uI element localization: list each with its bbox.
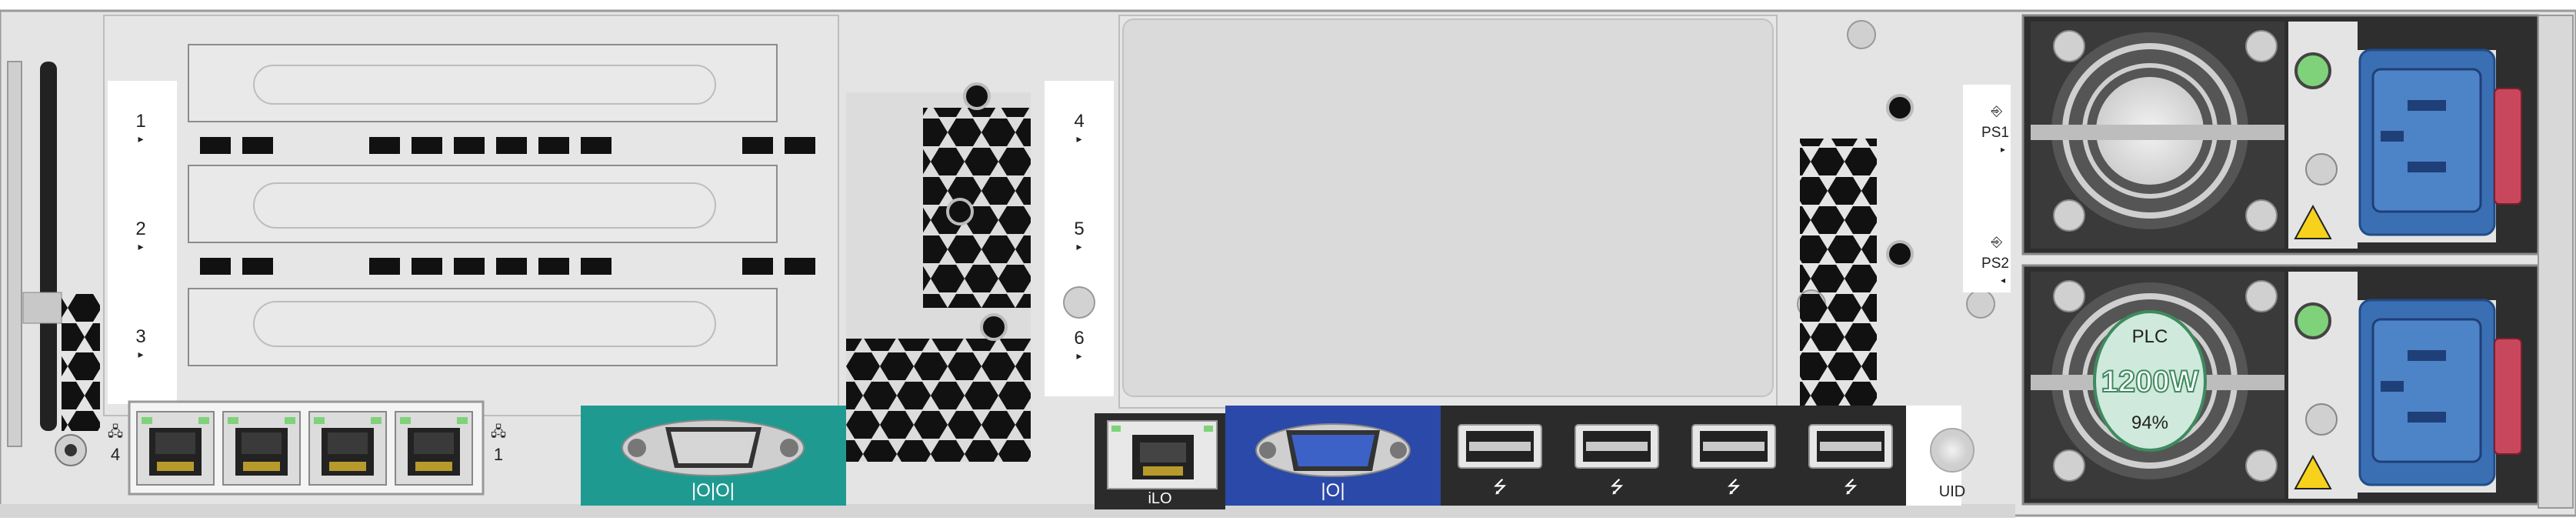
- hole: [946, 198, 974, 225]
- psu-screw[interactable]: [2053, 449, 2085, 482]
- psu-screw[interactable]: [2245, 199, 2278, 232]
- psu-screw[interactable]: [2305, 153, 2338, 185]
- slot-5-arrow-icon: ▸: [1076, 240, 1081, 252]
- nic-port-2[interactable]: [308, 411, 387, 486]
- nic-port-4[interactable]: [136, 411, 215, 486]
- psu-screw[interactable]: [2245, 449, 2278, 482]
- slot-1-arrow-icon: ▸: [138, 132, 143, 145]
- warning-icon: [2294, 204, 2332, 239]
- badge-bottom: 94%: [2131, 412, 2168, 433]
- slot-screw[interactable]: [1063, 286, 1095, 319]
- ps1-icon: ⎆: [1991, 103, 2003, 119]
- slot-label-strip-left: [108, 81, 177, 404]
- center-vent-upper: [923, 108, 1031, 308]
- usb-icon: ⭍: [1610, 477, 1624, 496]
- panel-screw[interactable]: [1847, 20, 1876, 49]
- slot-3-arrow-icon: ▸: [138, 348, 143, 360]
- vent-row-1: [200, 137, 815, 154]
- left-vent: [62, 292, 100, 431]
- pcie-slot-2[interactable]: [188, 165, 778, 243]
- slot-6-label: 6: [1074, 328, 1084, 349]
- hole: [963, 82, 991, 110]
- slot-3-label: 3: [135, 326, 145, 347]
- slot-4-arrow-icon: ▸: [1076, 132, 1081, 145]
- right-vent: [1800, 139, 1877, 446]
- slot-2-label: 2: [135, 219, 145, 239]
- ps2-label: PS2: [1981, 255, 2009, 272]
- ps1-arrow-icon: ▸: [2001, 144, 2005, 155]
- uid-label: UID: [1939, 483, 1965, 500]
- nic-number-right: 1: [494, 445, 503, 464]
- panel-screw[interactable]: [1966, 289, 1995, 319]
- power-cord-latch[interactable]: [2494, 338, 2522, 455]
- nic-number-left: 4: [111, 445, 120, 464]
- psu-screw[interactable]: [2053, 199, 2085, 232]
- serial-port-label: |O|O|: [691, 480, 735, 501]
- slot-2-arrow-icon: ▸: [138, 240, 143, 252]
- power-cord-latch[interactable]: [2494, 88, 2522, 205]
- slot-4-label: 4: [1074, 111, 1084, 132]
- nic-port-1[interactable]: [395, 411, 473, 486]
- usb-port-4[interactable]: ⭍: [1808, 424, 1893, 496]
- psu-screw[interactable]: [2305, 403, 2338, 436]
- psu-screw[interactable]: [2053, 30, 2085, 62]
- chassis-side-rail: [2538, 15, 2574, 509]
- serial-port[interactable]: |O|O|: [581, 406, 846, 506]
- usb-icon: ⭍: [1727, 477, 1741, 496]
- power-supply-2[interactable]: PLC 1200W 94%: [2021, 264, 2540, 506]
- ps2-arrow-icon: ◂: [2001, 275, 2005, 286]
- ilo-label: iLO: [1148, 490, 1171, 507]
- slot-5-label: 5: [1074, 219, 1084, 239]
- psu-screw[interactable]: [2053, 280, 2085, 312]
- power-supply-1[interactable]: [2021, 14, 2540, 255]
- nic-port-3[interactable]: [222, 411, 301, 486]
- vent-row-2: [200, 258, 815, 275]
- slot-1-label: 1: [135, 111, 145, 132]
- vga-port[interactable]: |O|: [1225, 406, 1441, 506]
- usb-port-3[interactable]: ⭍: [1691, 424, 1776, 496]
- slot-6-arrow-icon: ▸: [1076, 349, 1081, 362]
- badge-middle: 1200W: [2101, 365, 2199, 399]
- vga-port-label: |O|: [1321, 480, 1345, 501]
- efficiency-badge: [2093, 310, 2207, 452]
- ilo-port[interactable]: iLO: [1095, 413, 1225, 509]
- center-vent-lower: [846, 339, 1031, 462]
- psu-status-led: [2294, 52, 2331, 89]
- network-icon: 🖧: [491, 424, 506, 439]
- usb-port-2[interactable]: ⭍: [1575, 424, 1659, 496]
- retention-bracket[interactable]: [7, 61, 87, 466]
- hole: [980, 313, 1008, 341]
- hole: [1886, 94, 1914, 122]
- psu-status-led: [2294, 302, 2331, 339]
- blank-panel-inset: [1122, 18, 1774, 397]
- slot-label-strip-right: [1045, 81, 1114, 396]
- warning-icon: [2294, 454, 2332, 489]
- usb-port-1[interactable]: ⭍: [1458, 424, 1542, 496]
- ps2-icon: ⎆: [1991, 234, 2003, 249]
- pcie-slot-1[interactable]: [188, 44, 778, 122]
- badge-top: PLC: [2132, 326, 2168, 347]
- usb-icon: ⭍: [1844, 477, 1858, 496]
- ps1-label: PS1: [1981, 125, 2009, 141]
- uid-button[interactable]: UID: [1906, 406, 1974, 506]
- chassis-bottom-rail: [0, 504, 2015, 518]
- hole: [1886, 240, 1914, 268]
- ps-label-strip: [1963, 85, 2011, 292]
- usb-icon: ⭍: [1493, 477, 1507, 496]
- psu-screw[interactable]: [2245, 280, 2278, 312]
- network-icon: 🖧: [108, 424, 123, 439]
- pcie-slot-3[interactable]: [188, 288, 778, 366]
- psu-screw[interactable]: [2245, 30, 2278, 62]
